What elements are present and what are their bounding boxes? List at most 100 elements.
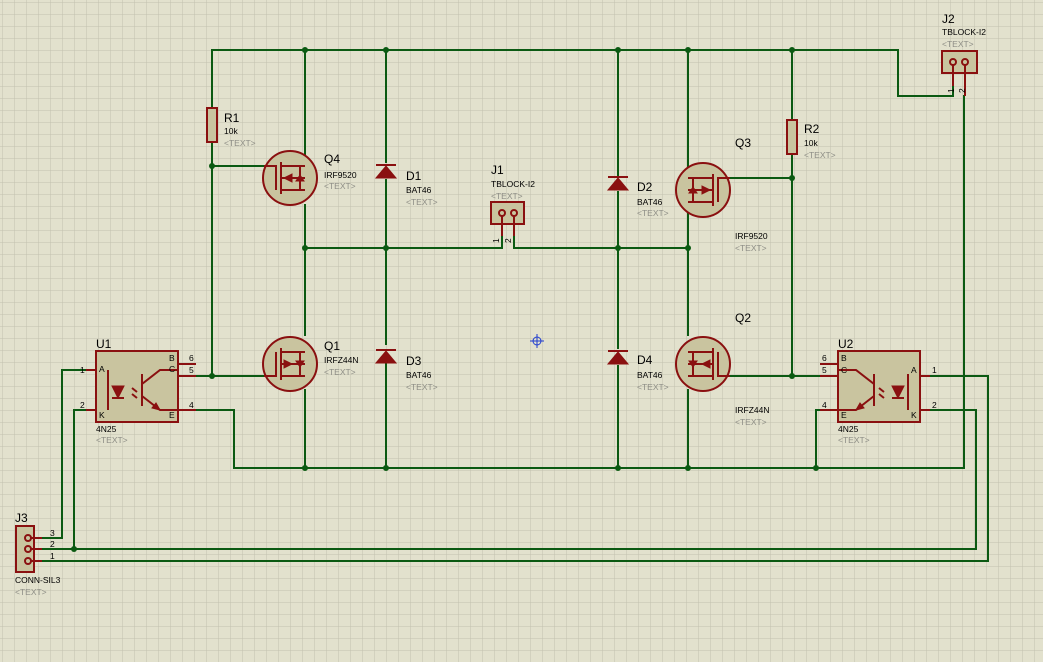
led-triangle [111,385,125,400]
text-placeholder: <TEXT> [406,382,438,392]
ref-label: R2 [804,122,820,136]
cursor-crosshair-icon [530,334,544,348]
junction [789,373,795,379]
ref-label: Q1 [324,339,340,353]
text-placeholder: <TEXT> [491,191,523,201]
ref-label: U1 [96,337,112,351]
junction [383,465,389,471]
value-label: CONN-SIL3 [15,575,61,585]
connector-leads [31,537,42,562]
pin-label: E [841,410,847,420]
channel-arrow [282,173,293,183]
connector-j3[interactable]: 3 2 1 J3 CONN-SIL3 <TEXT> [15,511,61,597]
gate-line [264,352,277,377]
pin-label: A [99,364,105,374]
pin-number: 5 [822,365,827,375]
value-label: TBLOCK-I2 [942,27,986,37]
optocoupler-u1[interactable]: A K B C E 1 2 6 5 4 U1 4N25 <TEXT> [80,337,196,445]
channel-arrow [700,359,711,369]
pin-number: 1 [80,365,85,375]
resistor-body [206,107,218,143]
gate-line [717,352,730,377]
body-diode-arrow [295,360,305,368]
diode-d3[interactable]: D3 BAT46 <TEXT> [374,349,438,392]
diode-triangle [374,165,398,179]
pin-label: B [169,353,175,363]
wire-top-rail [211,49,954,97]
terminal-leads [501,216,515,236]
channel [688,174,714,206]
pin-number: 1 [946,88,956,93]
junction [615,245,621,251]
text-placeholder: <TEXT> [15,587,47,597]
channel-arrow [701,185,712,195]
pin-number: 4 [189,400,194,410]
mosfet-q3[interactable]: Q3 IRF9520 <TEXT> [675,136,768,253]
gate-line [264,165,277,190]
junction [615,465,621,471]
pin-leads [820,363,930,411]
diode-d2[interactable]: D2 BAT46 <TEXT> [606,176,669,218]
ref-label: J2 [942,12,955,26]
pin-number: 2 [50,539,55,549]
junctions [71,47,819,552]
wires [41,49,989,562]
ref-label: D3 [406,354,422,368]
junction [209,373,215,379]
diode-triangle [606,177,630,191]
gate-line [717,177,730,202]
value-label: 10k [224,126,238,136]
terminal-block-j1[interactable]: 1 2 J1 TBLOCK-I2 <TEXT> [490,163,535,243]
resistor-r2[interactable]: R2 10k <TEXT> [786,119,836,160]
wire-j3-pin2 [73,409,977,550]
mosfet-q1[interactable]: Q1 IRFZ44N <TEXT> [262,336,358,392]
text-placeholder: <TEXT> [324,181,356,191]
terminal-leads [952,65,966,96]
value-label: 4N25 [838,424,859,434]
junction [302,465,308,471]
channel [280,162,305,194]
junction [383,245,389,251]
mosfet-q2[interactable]: Q2 IRFZ44N <TEXT> [675,311,769,427]
diode-triangle [374,350,398,364]
value-label: BAT46 [637,370,663,380]
text-placeholder: <TEXT> [324,367,356,377]
junction [789,175,795,181]
mosfet-q4[interactable]: Q4 IRF9520 <TEXT> [262,150,357,206]
terminal-body [490,201,525,225]
pin-label: E [169,410,175,420]
value-label: TBLOCK-I2 [491,179,535,189]
text-placeholder: <TEXT> [406,197,438,207]
pin-label: A [911,365,917,375]
junction [71,546,77,552]
pin-number: 1 [932,365,937,375]
diode-d4[interactable]: D4 BAT46 <TEXT> [606,350,669,392]
text-placeholder: <TEXT> [942,39,974,49]
junction [615,47,621,53]
pin-number: 5 [189,365,194,375]
text-placeholder: <TEXT> [96,435,128,445]
pin-number: 1 [50,551,55,561]
ref-label: D2 [637,180,653,194]
ref-label: D4 [637,353,653,367]
optocoupler-u2[interactable]: B C E A K 6 5 4 1 2 U2 4N25 <TEXT> [820,337,937,445]
pin-number: 6 [822,353,827,363]
resistor-r1[interactable]: R1 10k <TEXT> [206,107,256,148]
ref-label: J1 [491,163,504,177]
ref-label: R1 [224,111,240,125]
junction [685,245,691,251]
junction [813,465,819,471]
junction [302,245,308,251]
pin-number: 3 [50,528,55,538]
channel-arrow [283,359,294,369]
junction [302,47,308,53]
diode-triangle [606,351,630,365]
terminal-block-j2[interactable]: 1 2 J2 TBLOCK-I2 <TEXT> [941,12,986,96]
junction [685,465,691,471]
pin-number: 2 [957,88,967,93]
value-label: IRFZ44N [324,355,358,365]
pin-label: C [841,365,847,375]
diode-d1[interactable]: D1 BAT46 <TEXT> [374,164,438,207]
